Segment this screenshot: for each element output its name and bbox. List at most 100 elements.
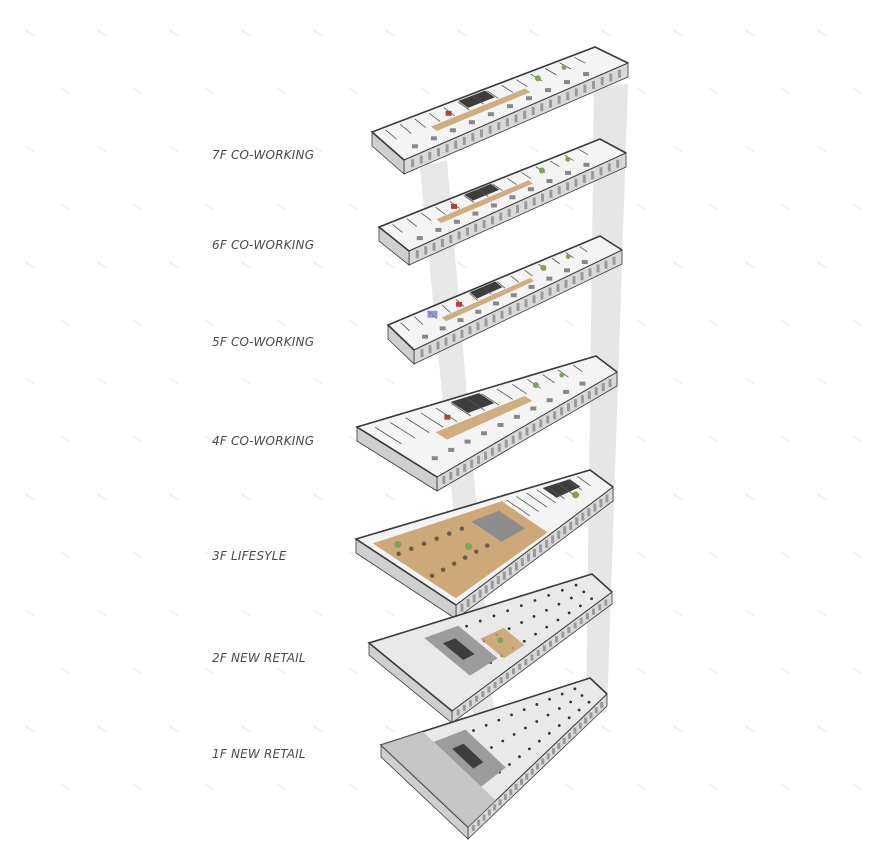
watermark-mark: [24, 609, 35, 617]
watermark-mark: [168, 725, 179, 733]
office-partition: [516, 79, 528, 87]
furniture-accent: [445, 110, 452, 116]
desk-cluster: [422, 334, 428, 339]
facade-window: [512, 668, 515, 675]
office-partition: [420, 212, 432, 221]
slab-parapet: [377, 138, 627, 252]
structural-column: [507, 627, 511, 630]
facade-window: [599, 499, 603, 508]
office-partition: [399, 124, 412, 134]
facade-window: [466, 598, 470, 607]
structural-column: [533, 599, 537, 602]
office-partition: [414, 118, 426, 128]
partition: [526, 492, 548, 508]
watermark-mark: [168, 29, 179, 37]
facade-window: [514, 114, 518, 123]
structural-column: [580, 694, 584, 697]
watermark-mark: [708, 667, 719, 675]
watermark-mark: [168, 609, 179, 617]
facade-window: [564, 279, 568, 288]
office-partition: [579, 246, 588, 253]
office-partition: [400, 322, 410, 332]
desk-cluster: [416, 236, 423, 241]
watermark-mark: [204, 667, 215, 675]
watermark-mark: [204, 551, 215, 559]
desk-cluster: [583, 162, 590, 167]
facade-window: [604, 599, 608, 606]
facade-window: [551, 535, 555, 544]
watermark-mark: [816, 145, 827, 153]
watermark-mark: [348, 87, 359, 95]
facade-window: [424, 246, 428, 255]
watermark-mark: [240, 377, 251, 385]
floor-label-5f: 5F CO-WORKING: [212, 335, 315, 349]
plant: [561, 64, 567, 70]
facade-window: [511, 435, 515, 444]
desk-cluster: [528, 284, 535, 289]
watermark-mark: [132, 551, 143, 559]
floor-label-3f: 3F LIFESYLE: [212, 549, 287, 563]
facade-window: [490, 447, 494, 456]
facade-window: [617, 69, 621, 78]
structural-column: [472, 729, 475, 732]
service-core-room: [450, 393, 495, 413]
watermark-mark: [60, 783, 71, 791]
facade-window: [560, 407, 564, 416]
watermark-mark: [96, 609, 107, 617]
floor-label-7f: 7F CO-WORKING: [212, 148, 315, 162]
facade-window: [456, 709, 460, 716]
partition: [567, 479, 582, 491]
structural-column: [501, 739, 505, 743]
desk-cluster: [475, 309, 482, 314]
facade-window: [566, 182, 570, 191]
facade-window: [604, 260, 608, 269]
facade-window: [592, 80, 595, 89]
watermark-mark: [312, 29, 323, 37]
facade-window: [437, 148, 440, 157]
watermark-mark: [60, 551, 71, 559]
desk-cluster: [464, 439, 471, 444]
facade-window: [465, 227, 469, 236]
structural-column: [532, 614, 536, 618]
office-partition: [511, 383, 527, 395]
facade-window: [411, 159, 415, 168]
desk-cluster: [468, 120, 475, 125]
floor-slab-6f: [377, 138, 628, 266]
facade-window: [436, 341, 440, 350]
watermark-mark: [600, 725, 611, 733]
watermark-mark: [204, 319, 215, 327]
watermark-mark: [564, 667, 575, 675]
facade-window: [487, 686, 491, 693]
facade-window: [593, 503, 597, 512]
structural-column: [490, 746, 493, 749]
table: [429, 573, 435, 579]
plant: [532, 382, 539, 389]
structural-column: [537, 739, 541, 743]
desk-cluster: [430, 136, 437, 141]
facade-window: [496, 576, 500, 585]
facade-window: [503, 794, 507, 801]
facade-window: [460, 329, 464, 338]
facade-window: [530, 654, 534, 661]
facade-window: [457, 231, 461, 240]
floor-slab-2f: [367, 573, 613, 724]
facade-window: [469, 700, 472, 707]
watermark-mark: [24, 377, 35, 385]
watermark-mark: [708, 551, 719, 559]
partition: [577, 476, 591, 486]
watermark-mark: [96, 29, 107, 37]
facade-window: [542, 645, 546, 652]
watermark-mark: [636, 551, 647, 559]
desk-cluster: [457, 318, 464, 323]
watermark-mark: [384, 377, 395, 385]
structural-column: [560, 692, 564, 696]
office-partition: [406, 218, 418, 227]
watermark-mark: [744, 609, 755, 617]
facade-window: [596, 264, 600, 273]
facade-window: [532, 295, 536, 304]
desk-cluster: [490, 203, 497, 208]
structural-column: [545, 608, 548, 612]
structural-column: [546, 713, 550, 717]
watermark-mark: [564, 783, 575, 791]
